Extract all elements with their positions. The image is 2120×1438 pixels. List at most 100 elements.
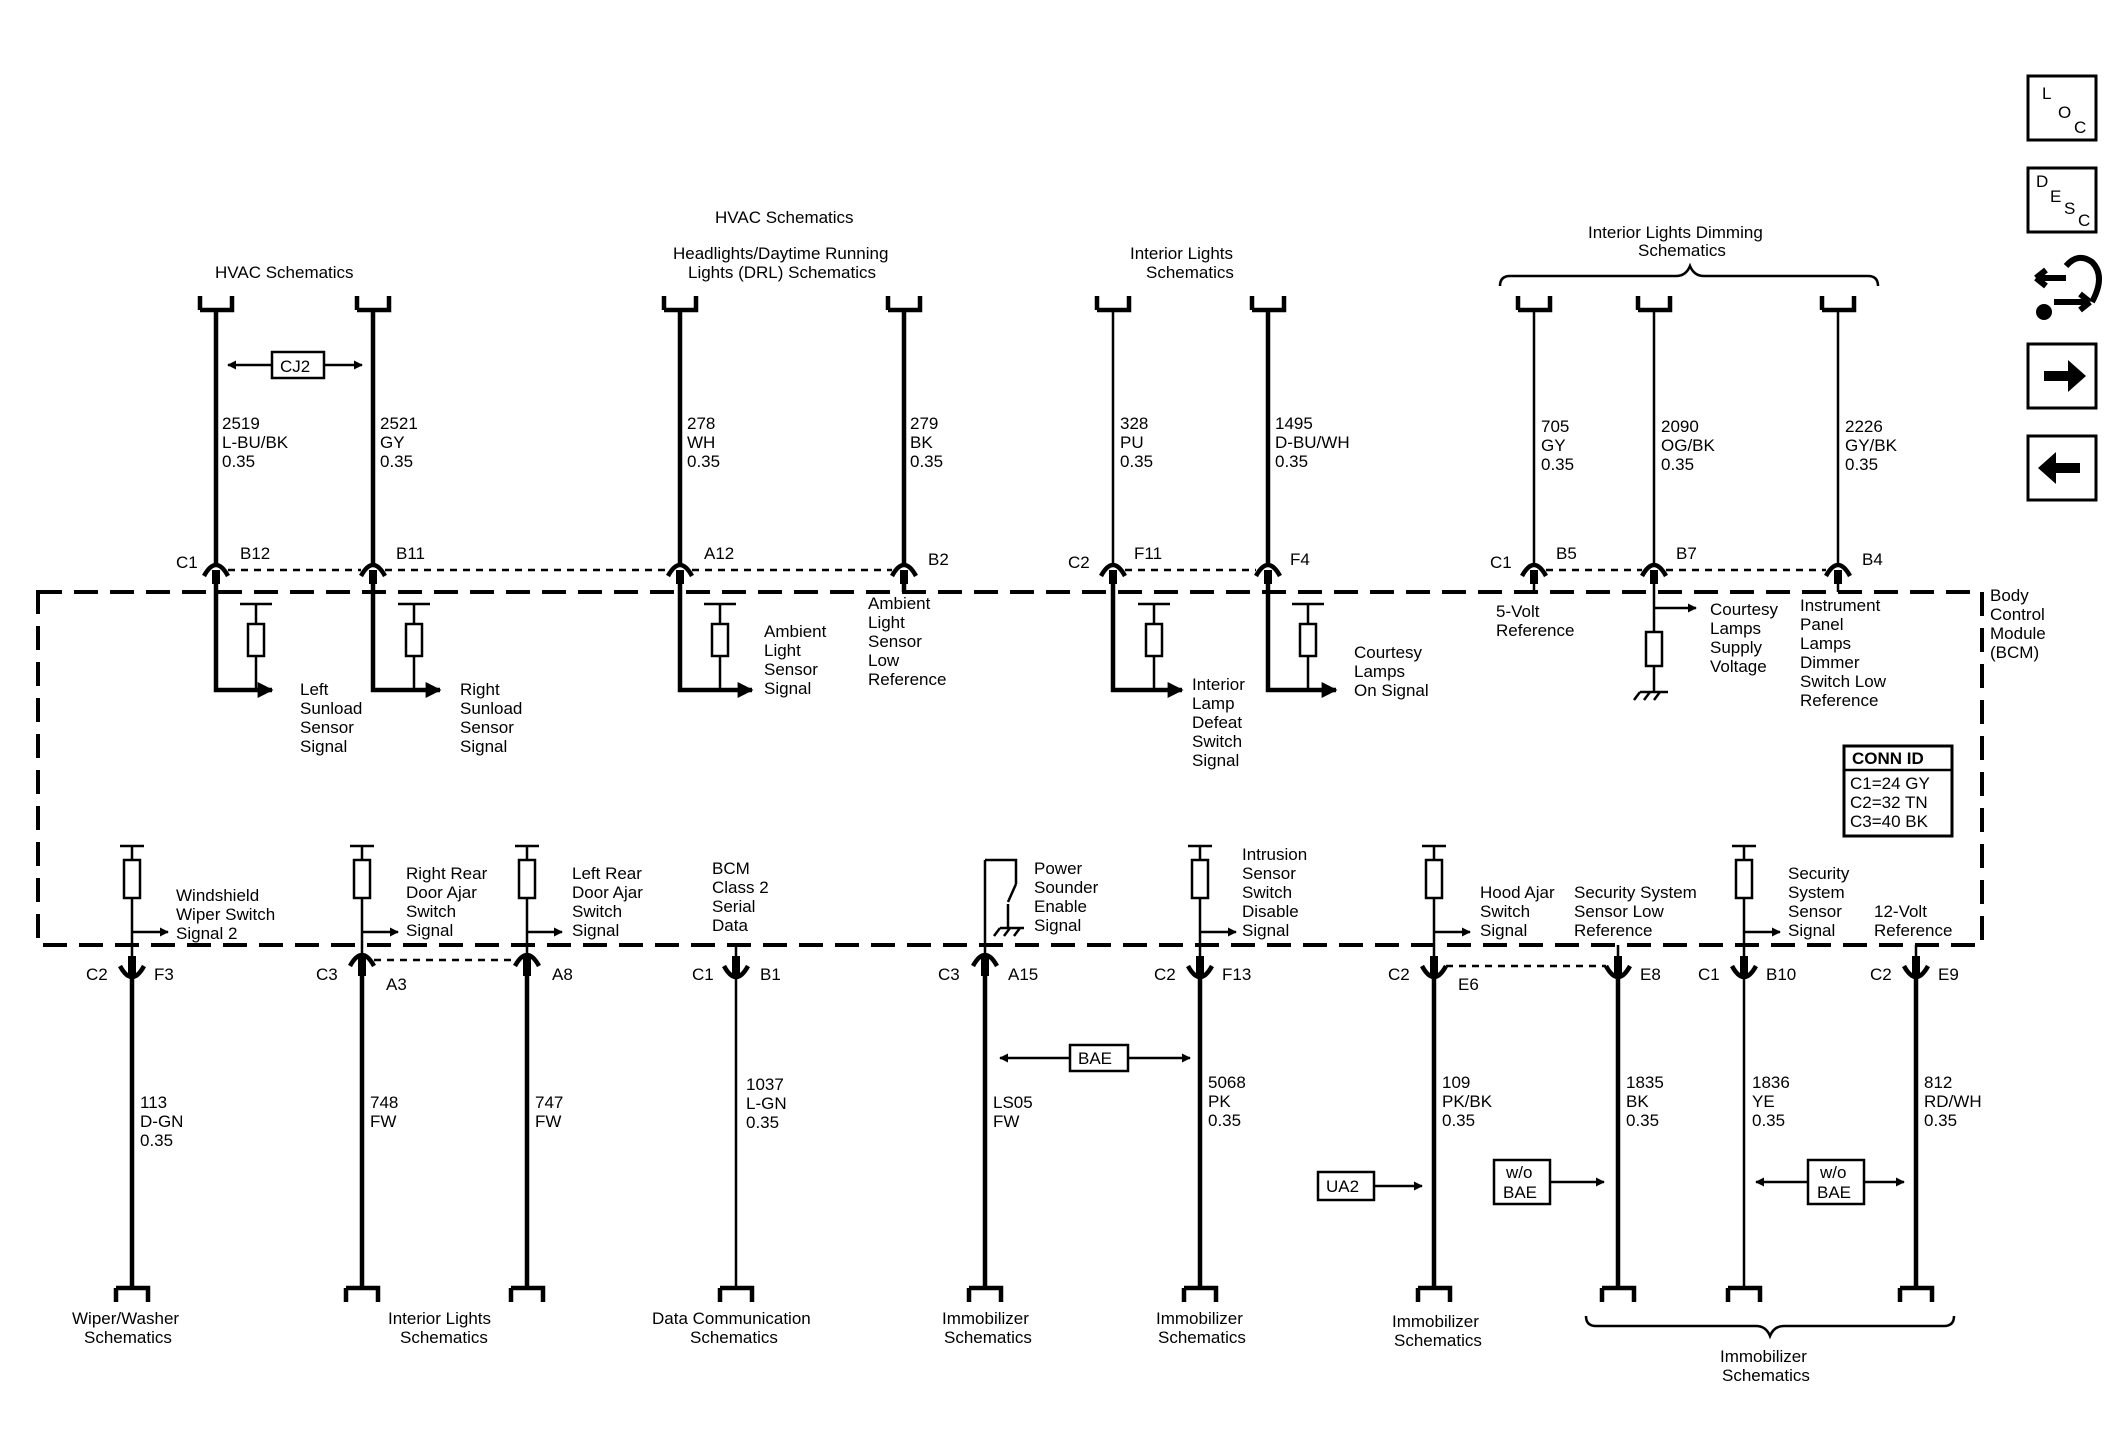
svg-text:Schematics: Schematics [1158, 1328, 1246, 1347]
svg-text:BAE: BAE [1078, 1049, 1112, 1068]
svg-text:A15: A15 [1008, 965, 1038, 984]
svg-text:Schematics: Schematics [1394, 1331, 1482, 1350]
svg-text:PU: PU [1120, 433, 1144, 452]
desc-button[interactable]: D E S C [2026, 166, 2098, 234]
svg-text:C2: C2 [1388, 965, 1410, 984]
svg-text:1495: 1495 [1275, 414, 1313, 433]
svg-text:Sensor: Sensor [300, 718, 354, 737]
svg-text:C2: C2 [1068, 553, 1090, 572]
svg-text:Switch: Switch [1480, 902, 1530, 921]
svg-text:279: 279 [910, 414, 938, 433]
svg-text:Sensor: Sensor [460, 718, 514, 737]
svg-text:Security System: Security System [1574, 883, 1697, 902]
svg-text:Signal: Signal [1034, 916, 1081, 935]
svg-text:Sunload: Sunload [300, 699, 362, 718]
loc-button[interactable]: L O C [2026, 74, 2098, 142]
svg-text:Switch Low: Switch Low [1800, 672, 1887, 691]
svg-text:S: S [2064, 199, 2075, 218]
svg-text:Windshield: Windshield [176, 886, 259, 905]
hvac-label: HVAC Schematics [215, 263, 354, 282]
svg-text:Signal: Signal [300, 737, 347, 756]
svg-text:0.35: 0.35 [1661, 455, 1694, 474]
svg-text:0.35: 0.35 [1442, 1111, 1475, 1130]
svg-text:Instrument: Instrument [1800, 596, 1881, 615]
svg-text:OG/BK: OG/BK [1661, 436, 1716, 455]
connector-tool-icon[interactable] [2034, 254, 2102, 320]
svg-text:5068: 5068 [1208, 1073, 1246, 1092]
svg-text:BAE: BAE [1503, 1183, 1537, 1202]
svg-text:L-BU/BK: L-BU/BK [222, 433, 289, 452]
svg-text:Power: Power [1034, 859, 1083, 878]
svg-text:Intrusion: Intrusion [1242, 845, 1307, 864]
svg-text:2226: 2226 [1845, 417, 1883, 436]
svg-text:E: E [2050, 187, 2061, 206]
svg-text:On Signal: On Signal [1354, 681, 1429, 700]
svg-text:Schematics: Schematics [690, 1328, 778, 1347]
wo-bae-indicator-2: w/o BAE [1755, 1158, 1905, 1206]
svg-text:Schematics: Schematics [400, 1328, 488, 1347]
svg-text:D-GN: D-GN [140, 1112, 183, 1131]
next-button[interactable] [2026, 342, 2098, 410]
svg-text:113: 113 [140, 1093, 167, 1112]
svg-text:748: 748 [370, 1093, 398, 1112]
svg-text:BK: BK [910, 433, 933, 452]
svg-text:Reference: Reference [1574, 921, 1652, 940]
svg-text:Signal: Signal [460, 737, 507, 756]
svg-text:Lamps: Lamps [1354, 662, 1405, 681]
svg-text:Reference: Reference [868, 670, 946, 689]
svg-text:0.35: 0.35 [1752, 1111, 1785, 1130]
svg-text:PK/BK: PK/BK [1442, 1092, 1493, 1111]
svg-text:Signal: Signal [406, 921, 453, 940]
svg-text:Immobilizer: Immobilizer [942, 1309, 1029, 1328]
svg-text:C1: C1 [1698, 965, 1720, 984]
svg-text:D-BU/WH: D-BU/WH [1275, 433, 1350, 452]
top-internal-circuits [213, 584, 1840, 701]
svg-text:C1: C1 [176, 553, 198, 572]
svg-text:Interior: Interior [1192, 675, 1245, 694]
bottom-pin-labels: C2 F3 C3 A3 A8 C1 B1 C3 A15 C2 F13 C2 E6… [86, 965, 1959, 994]
svg-text:12-Volt: 12-Volt [1874, 902, 1927, 921]
bae-indicator: BAE [999, 1043, 1191, 1073]
svg-text:B11: B11 [396, 544, 425, 563]
svg-text:Switch: Switch [1192, 732, 1242, 751]
svg-text:Lamp: Lamp [1192, 694, 1235, 713]
svg-text:GY: GY [1541, 436, 1566, 455]
svg-text:Data: Data [712, 916, 748, 935]
svg-text:Security: Security [1788, 864, 1850, 883]
previous-button[interactable] [2026, 434, 2098, 502]
svg-text:Control: Control [1990, 605, 2045, 624]
svg-text:A8: A8 [552, 965, 573, 984]
svg-text:0.35: 0.35 [140, 1131, 173, 1150]
svg-text:F3: F3 [154, 965, 174, 984]
svg-text:System: System [1788, 883, 1845, 902]
svg-text:Schematics: Schematics [944, 1328, 1032, 1347]
svg-text:F4: F4 [1290, 550, 1310, 569]
svg-text:L: L [2042, 84, 2051, 103]
svg-text:Signal: Signal [1788, 921, 1835, 940]
svg-text:Schematics: Schematics [84, 1328, 172, 1347]
svg-text:Interior Lights Dimming: Interior Lights Dimming [1588, 223, 1763, 242]
ua2-indicator: UA2 [1316, 1170, 1423, 1202]
svg-text:Lamps: Lamps [1710, 619, 1761, 638]
svg-text:B1: B1 [760, 965, 781, 984]
